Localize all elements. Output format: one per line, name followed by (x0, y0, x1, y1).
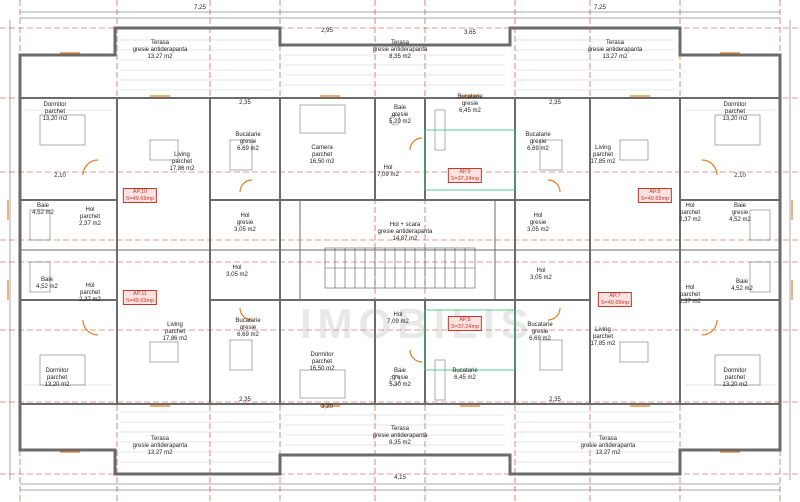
dimension-lines (9, 11, 791, 491)
dimension-label: 2,10 (54, 173, 66, 179)
dimension-label: 2,10 (734, 173, 746, 179)
dimension-label: 2,95 (321, 28, 333, 34)
dimension-label: 2,35 (239, 397, 251, 403)
dimension-label: 2,35 (549, 397, 561, 403)
dimension-label: 2,35 (549, 100, 561, 106)
door-openings (7, 52, 793, 453)
dimension-label: 7,25 (594, 5, 606, 11)
inner-walls (20, 97, 780, 405)
dimension-label: 3,20 (321, 404, 333, 410)
watermark-text: IMOBILIS (300, 300, 535, 347)
apartment-outline (424, 129, 516, 371)
staircase (324, 247, 476, 289)
terrace-paving (25, 39, 775, 463)
dimension-label: 3,65 (464, 30, 476, 36)
dimension-label: 2,35 (239, 100, 251, 106)
outer-walls (18, 26, 782, 476)
dimension-label: 7,25 (194, 5, 206, 11)
furniture (29, 104, 771, 401)
dimension-label: 4,15 (394, 475, 406, 481)
